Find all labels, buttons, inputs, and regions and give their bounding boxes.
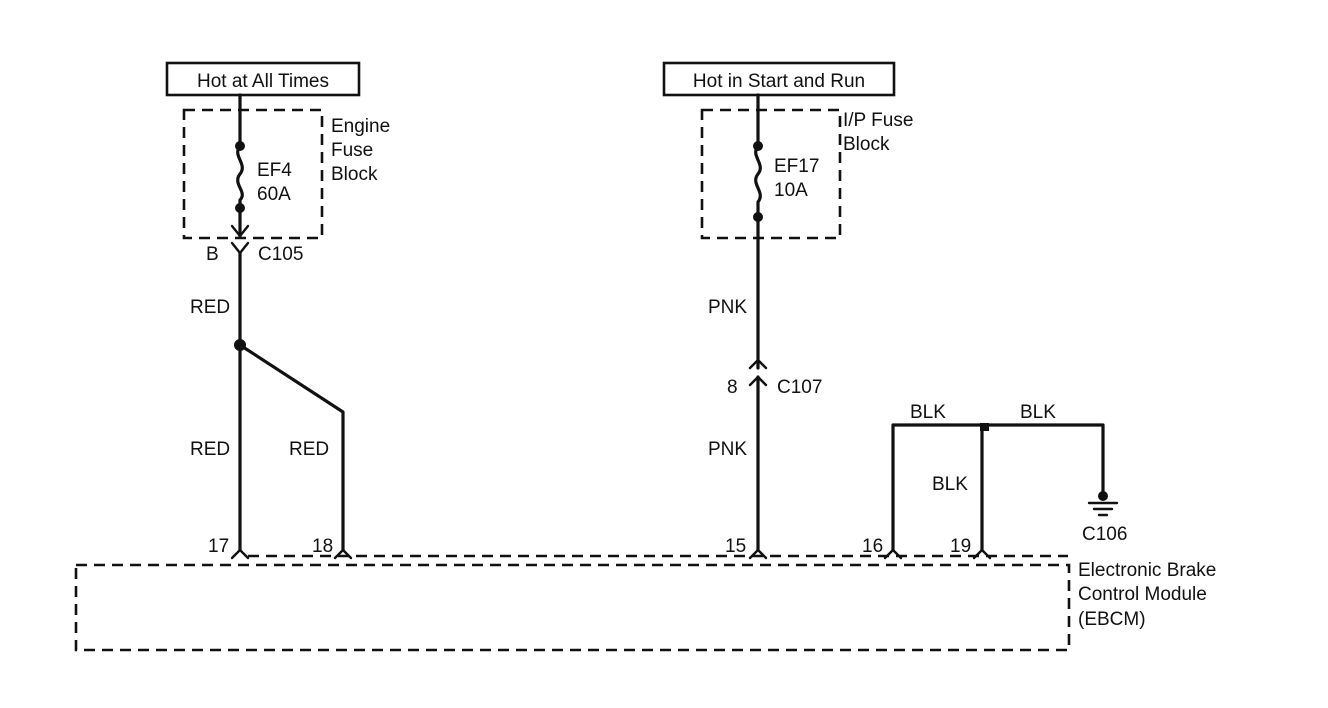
module-pin-15: 15 <box>725 536 746 557</box>
ground-c106-dot <box>1098 491 1108 501</box>
hot-at-all-times-box <box>165 61 361 97</box>
wire-red-left-label: RED <box>190 439 230 460</box>
hot-in-start-and-run-label: Hot in Start and Run <box>693 71 865 92</box>
module-label-3: (EBCM) <box>1078 609 1146 630</box>
wire-red-right-label: RED <box>289 439 329 460</box>
connector-c105-arrow-icon <box>230 224 250 238</box>
wire-pnk-lower-label: PNK <box>708 439 747 460</box>
connector-c107-pin: 8 <box>727 377 738 398</box>
wire-blk-loop <box>891 423 1105 552</box>
ground-c106-name: C106 <box>1082 524 1127 545</box>
fuse-ef17-name: EF17 <box>774 156 819 177</box>
fuse-ef17-icon <box>754 144 762 219</box>
wire-red-upper-label: RED <box>190 297 230 318</box>
connector-c107-female-icon <box>748 358 768 370</box>
ebcm-module-outline <box>74 563 1071 652</box>
wire-red-branch <box>238 343 345 552</box>
ip-fuse-block-outline <box>700 108 842 240</box>
engine-fuse-block-label-3: Block <box>331 164 378 185</box>
engine-fuse-block-label-1: Engine <box>331 116 390 137</box>
connector-c107-name: C107 <box>777 377 822 398</box>
engine-fuse-block-label-2: Fuse <box>331 140 373 161</box>
ip-fuse-block-label-1: I/P Fuse <box>843 110 913 131</box>
splice-blk <box>980 423 989 431</box>
fuse-ef4-name: EF4 <box>257 160 292 181</box>
module-pin-16: 16 <box>862 536 883 557</box>
module-label-1: Electronic Brake <box>1078 560 1216 581</box>
module-label-2: Control Module <box>1078 584 1207 605</box>
ground-icon <box>1087 501 1119 517</box>
engine-fuse-block-outline <box>182 108 324 240</box>
module-pin-19: 19 <box>950 536 971 557</box>
hot-at-all-times-label: Hot at All Times <box>197 71 329 92</box>
wire-blk-vertical-label: BLK <box>932 474 968 495</box>
ip-fuse-block-label-2: Block <box>843 134 890 155</box>
wire-blk-top-left-label: BLK <box>910 402 946 423</box>
connector-c105-name: C105 <box>258 244 303 265</box>
wire-blk-top-right-label: BLK <box>1020 402 1056 423</box>
fuse-ef4-rating: 60A <box>257 184 291 205</box>
pin-17-terminal-icon <box>230 548 250 560</box>
module-pin-17: 17 <box>208 536 229 557</box>
wire-pnk-upper-label: PNK <box>708 297 747 318</box>
connector-c105-pin: B <box>206 244 219 265</box>
hot-in-start-and-run-box <box>662 61 896 97</box>
fuse-ef4-icon <box>236 144 244 210</box>
fuse-ef17-rating: 10A <box>774 180 808 201</box>
module-pin-18: 18 <box>312 536 333 557</box>
